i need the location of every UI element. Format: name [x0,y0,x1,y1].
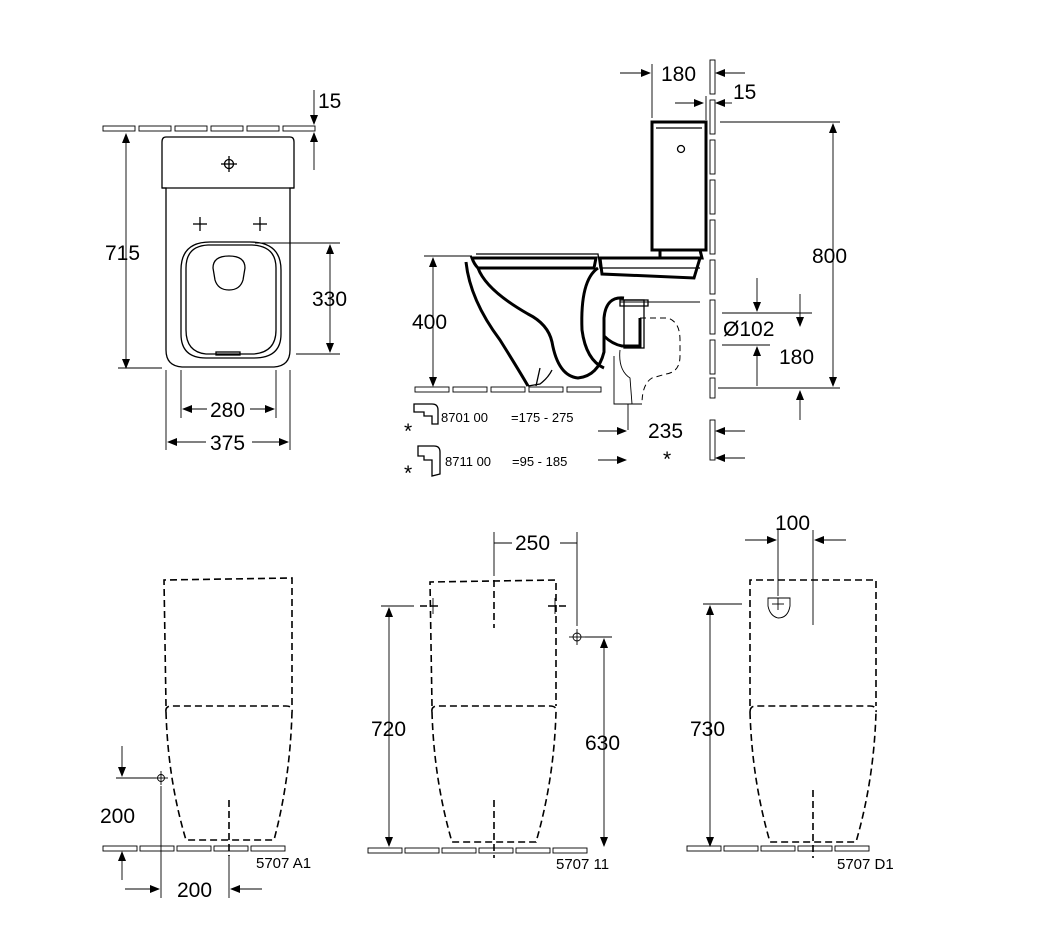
dim-label-100: 100 [775,512,810,535]
side-view: 180 15 800 400 Ø102 [404,59,847,485]
side-floor [414,386,602,393]
model-code: 5707 A1 [256,855,311,872]
plan-toilet-outline [161,136,295,368]
dim-bowl-depth: 330 [255,242,347,355]
dim-label-720: 720 [371,718,406,741]
front-view-11: 250 720 630 5707 11 [367,532,620,873]
supply-symbol [569,629,585,645]
plan-inlet-symbol [221,156,237,172]
plan-view: 15 715 330 280 375 [102,90,347,455]
connector-item-2: * 8711 00 =95 - 185 [404,445,567,485]
dim-label-400: 400 [412,311,447,334]
dim-outlet-height: 180 [779,294,814,420]
dim-label-d102: Ø102 [723,318,774,341]
connector-marker: * [404,462,412,485]
side-bowl [464,253,703,387]
dim-label-330: 330 [312,288,347,311]
plan-bowl-opening [212,255,246,291]
dim-label-250: 250 [515,532,550,555]
connector-code: 8711 00 [445,454,491,469]
front-floor [686,845,870,852]
dim-label-630: 630 [585,732,620,755]
front-view-a1: 200 200 5707 A1 [100,577,311,902]
dim-outlet-distance: 235 * [598,420,745,471]
dim-seat-width: 280 [180,370,277,422]
dim-label-200-vertical: 200 [100,805,135,828]
dim-cistern-depth: 180 [620,63,745,118]
dim-label-715: 715 [105,242,140,265]
front-view-d1: 100 730 5707 D1 [686,512,894,873]
front-outline [429,579,557,707]
dim-rim-height: 400 [412,255,472,387]
dim-label-375: 375 [210,432,245,455]
dim-label-235: 235 [648,420,683,443]
dim-outlet-diameter: Ø102 [722,278,812,386]
connector-range: =175 - 275 [511,410,574,425]
connector-item-1: * 8701 00 =175 - 275 [404,403,574,443]
supply-symbol [154,771,168,785]
plan-fixing-marks [193,217,267,231]
dim-label-200-horizontal: 200 [177,879,212,902]
model-code: 5707 D1 [837,856,894,873]
dim-height: 800 [718,121,847,389]
dim-label-15-side: 15 [733,81,756,104]
side-cistern [650,120,708,260]
dim-label-280: 280 [210,399,245,422]
connector-code: 8701 00 [441,410,488,425]
dim-wall-gap: 15 [310,90,341,170]
dim-asterisk: * [663,448,671,471]
front-outline [163,577,293,707]
front-floor [367,847,588,854]
dim-label-730: 730 [690,718,725,741]
front-floor [102,845,286,852]
model-code: 5707 11 [556,856,609,873]
plan-wall [102,125,316,132]
dim-cistern-gap: 15 [675,81,756,120]
dim-overall-width: 375 [165,370,291,455]
connector-range: =95 - 185 [512,454,567,469]
side-outlet-connector [613,299,700,430]
plan-seat [185,244,277,355]
connector-legend: * 8701 00 =175 - 275 * 8711 00 =95 - 185 [404,403,574,485]
dim-depth: 715 [105,133,162,369]
dim-label-180-top: 180 [661,63,696,86]
dim-label-15: 15 [318,90,341,113]
dim-label-800: 800 [812,245,847,268]
side-wall [709,59,716,461]
connector-marker: * [404,420,412,443]
supply-symbol [767,597,791,619]
dim-label-180-bottom: 180 [779,346,814,369]
